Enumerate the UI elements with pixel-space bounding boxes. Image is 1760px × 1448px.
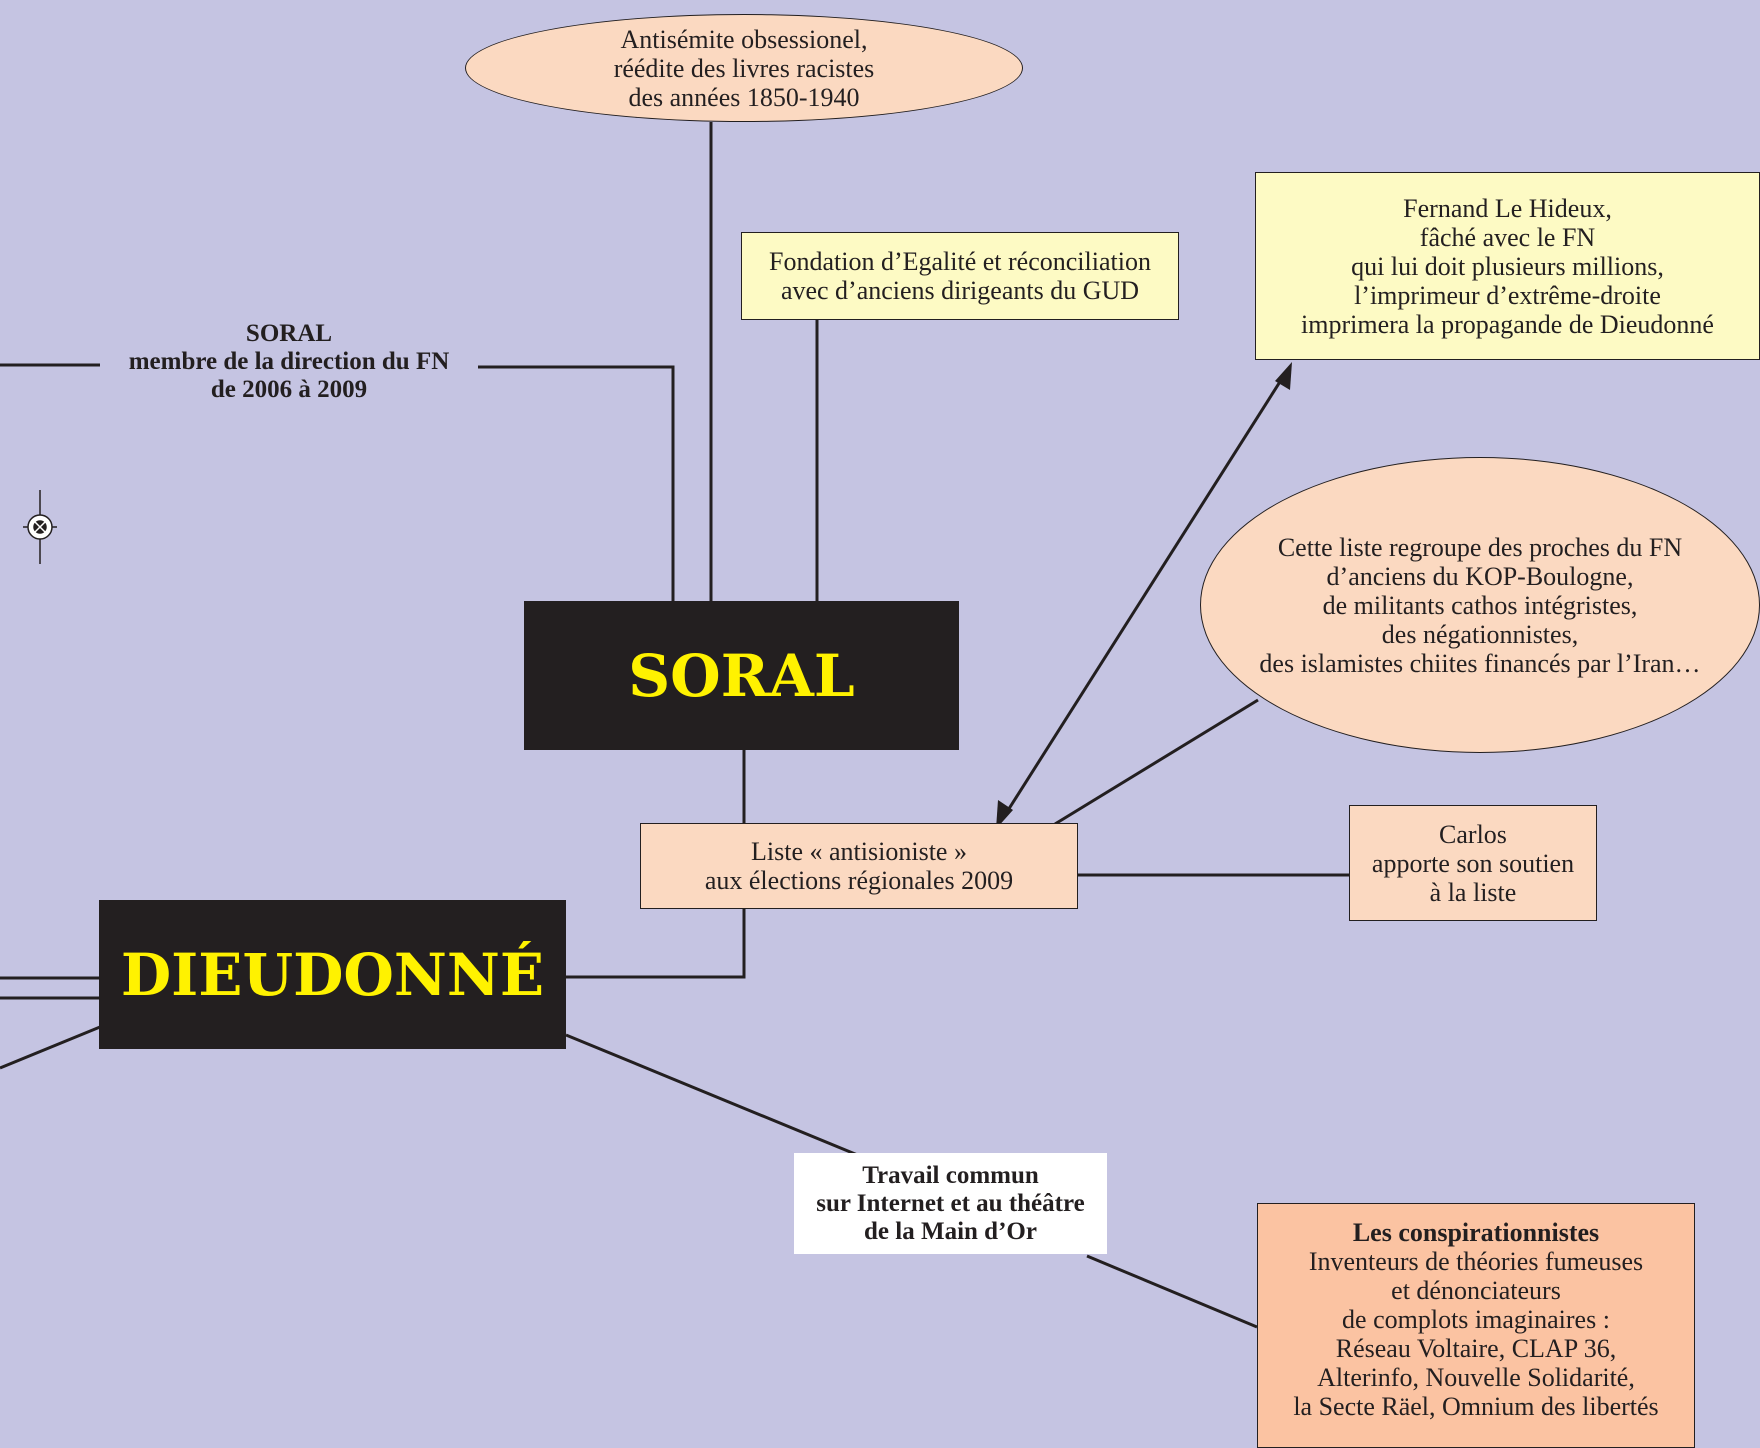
liste-line-1: Liste « antisioniste » xyxy=(751,837,967,866)
fernand-line-2: fâché avec le FN xyxy=(1419,222,1596,252)
liste-description-ellipse: Cette liste regroupe des proches du FN d… xyxy=(1200,457,1760,753)
dieudonne-box: DIEUDONNÉ xyxy=(99,900,566,1049)
liste-line-2: aux élections régionales 2009 xyxy=(704,866,1014,895)
fondation-line-2: avec d’anciens dirigeants du GUD xyxy=(780,276,1140,305)
carlos-line-2: apporte son soutien xyxy=(1371,848,1575,878)
fernand-box: Fernand Le Hideux, fâché avec le FN qui … xyxy=(1255,172,1760,360)
soral-fn-label: SORAL membre de la direction du FN de 20… xyxy=(98,315,480,409)
antisemite-line-1: Antisémite obsessionel, xyxy=(620,24,868,54)
carlos-box: Carlos apporte son soutien à la liste xyxy=(1349,805,1597,921)
line-dieudonne-left-3 xyxy=(0,1025,101,1070)
fernand-line-3: qui lui doit plusieurs millions, xyxy=(1351,251,1664,281)
antisemite-line-2: réédite des livres racistes xyxy=(613,53,875,83)
soral-box: SORAL xyxy=(524,601,959,750)
arrow-fernand-liste xyxy=(1003,376,1285,816)
liste-box: Liste « antisioniste » aux élections rég… xyxy=(640,823,1078,909)
fondation-box: Fondation d’Egalité et réconciliation av… xyxy=(741,232,1179,320)
fondation-line-1: Fondation d’Egalité et réconciliation xyxy=(769,247,1151,276)
conspirationnistes-line-5: Alterinfo, Nouvelle Solidarité, xyxy=(1317,1363,1635,1392)
conspirationnistes-line-3: de complots imaginaires : xyxy=(1342,1305,1610,1334)
liste-description-line-2: d’anciens du KOP-Boulogne, xyxy=(1326,561,1634,591)
carlos-line-1: Carlos xyxy=(1439,819,1507,849)
soral-title: SORAL xyxy=(628,641,855,710)
travail-line-3: de la Main d’Or xyxy=(864,1217,1037,1245)
line-liste-description xyxy=(1054,698,1259,826)
line-travail-conspi xyxy=(1086,1254,1258,1329)
soral-fn-line-1: SORAL xyxy=(245,320,333,347)
fernand-line-1: Fernand Le Hideux, xyxy=(1403,193,1612,223)
conspirationnistes-line-6: la Secte Räel, Omnium des libertés xyxy=(1293,1392,1659,1421)
conspirationnistes-line-1: Inventeurs de théories fumeuses xyxy=(1308,1247,1644,1276)
arrowhead-top xyxy=(1275,362,1292,390)
conspirationnistes-line-2: et dénonciateurs xyxy=(1391,1276,1561,1305)
carlos-line-3: à la liste xyxy=(1429,877,1517,907)
registration-mark xyxy=(23,490,57,564)
line-soral-fn-right xyxy=(478,365,675,601)
dieudonne-title: DIEUDONNÉ xyxy=(120,940,545,1009)
liste-description-line-3: de militants cathos intégristes, xyxy=(1322,590,1638,620)
soral-fn-line-2: membre de la direction du FN xyxy=(128,348,450,375)
fernand-line-4: l’imprimeur d’extrême-droite xyxy=(1354,280,1661,310)
conspirationnistes-line-4: Réseau Voltaire, CLAP 36, xyxy=(1335,1334,1617,1363)
antisemite-ellipse: Antisémite obsessionel, réédite des livr… xyxy=(465,14,1023,122)
soral-fn-line-3: de 2006 à 2009 xyxy=(210,376,368,403)
travail-line-2: sur Internet et au théâtre xyxy=(816,1189,1085,1217)
antisemite-line-3: des années 1850-1940 xyxy=(628,82,860,112)
conspirationnistes-title: Les conspirationnistes xyxy=(1352,1218,1600,1247)
liste-description-line-1: Cette liste regroupe des proches du FN xyxy=(1277,532,1683,562)
fernand-line-5: imprimera la propagande de Dieudonné xyxy=(1301,309,1714,339)
travail-box: Travail commun sur Internet et au théâtr… xyxy=(794,1153,1107,1254)
conspirationnistes-box: Les conspirationnistes Inventeurs de thé… xyxy=(1257,1203,1695,1448)
arrowhead-bottom xyxy=(996,800,1013,829)
liste-description-line-4: des négationnistes, xyxy=(1381,619,1579,649)
line-liste-dieudonne xyxy=(566,909,746,979)
line-dieudonne-travail xyxy=(565,1033,861,1158)
travail-line-1: Travail commun xyxy=(862,1161,1039,1189)
liste-description-line-5: des islamistes chiites financés par l’Ir… xyxy=(1259,648,1701,678)
